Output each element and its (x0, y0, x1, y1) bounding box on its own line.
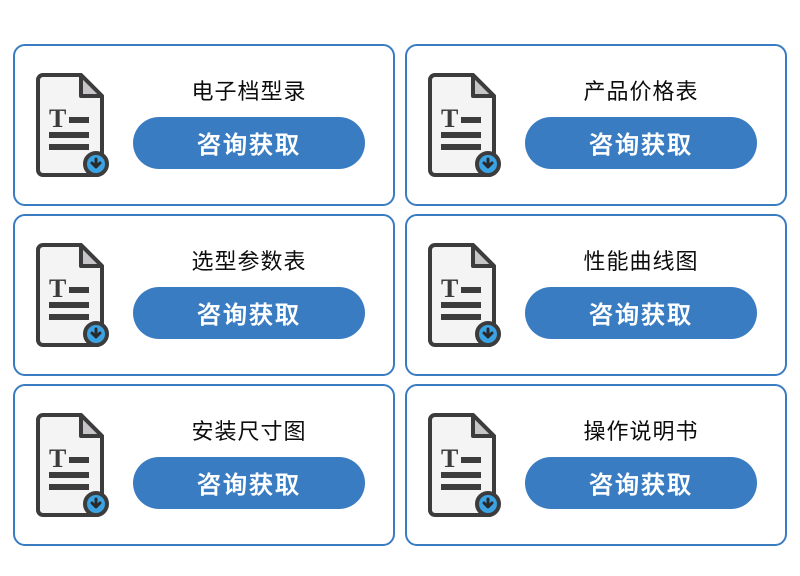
svg-text:T: T (441, 444, 458, 473)
svg-text:T: T (49, 274, 66, 303)
card-body: 电子档型录 咨询获取 (117, 79, 381, 170)
svg-text:T: T (49, 444, 66, 473)
consult-button[interactable]: 咨询获取 (133, 116, 365, 169)
card-title: 产品价格表 (583, 79, 699, 105)
document-download-icon: T (425, 413, 503, 517)
card-title: 选型参数表 (191, 249, 307, 275)
document-card[interactable]: T 电子档型录 咨询获取 (13, 44, 395, 206)
consult-button[interactable]: 咨询获取 (133, 286, 365, 339)
card-body: 产品价格表 咨询获取 (509, 79, 773, 170)
document-download-icon: T (33, 73, 111, 177)
card-body: 安装尺寸图 咨询获取 (117, 419, 381, 510)
document-card[interactable]: T 安装尺寸图 咨询获取 (13, 384, 395, 546)
consult-button[interactable]: 咨询获取 (525, 116, 757, 169)
consult-button[interactable]: 咨询获取 (525, 286, 757, 339)
card-title: 电子档型录 (191, 79, 307, 105)
card-title: 性能曲线图 (583, 249, 699, 275)
card-title: 操作说明书 (583, 419, 699, 445)
consult-button[interactable]: 咨询获取 (133, 456, 365, 509)
card-body: 性能曲线图 咨询获取 (509, 249, 773, 340)
document-card[interactable]: T 产品价格表 咨询获取 (405, 44, 787, 206)
svg-text:T: T (49, 104, 66, 133)
document-download-icon: T (425, 243, 503, 347)
consult-button[interactable]: 咨询获取 (525, 456, 757, 509)
document-card[interactable]: T 操作说明书 咨询获取 (405, 384, 787, 546)
card-body: 选型参数表 咨询获取 (117, 249, 381, 340)
document-download-icon: T (33, 413, 111, 517)
svg-text:T: T (441, 274, 458, 303)
document-download-icon: T (425, 73, 503, 177)
document-download-icon: T (33, 243, 111, 347)
document-card[interactable]: T 性能曲线图 咨询获取 (405, 214, 787, 376)
card-title: 安装尺寸图 (191, 419, 307, 445)
svg-text:T: T (441, 104, 458, 133)
document-card[interactable]: T 选型参数表 咨询获取 (13, 214, 395, 376)
card-body: 操作说明书 咨询获取 (509, 419, 773, 510)
document-card-grid: T 电子档型录 咨询获取 T (13, 44, 787, 546)
